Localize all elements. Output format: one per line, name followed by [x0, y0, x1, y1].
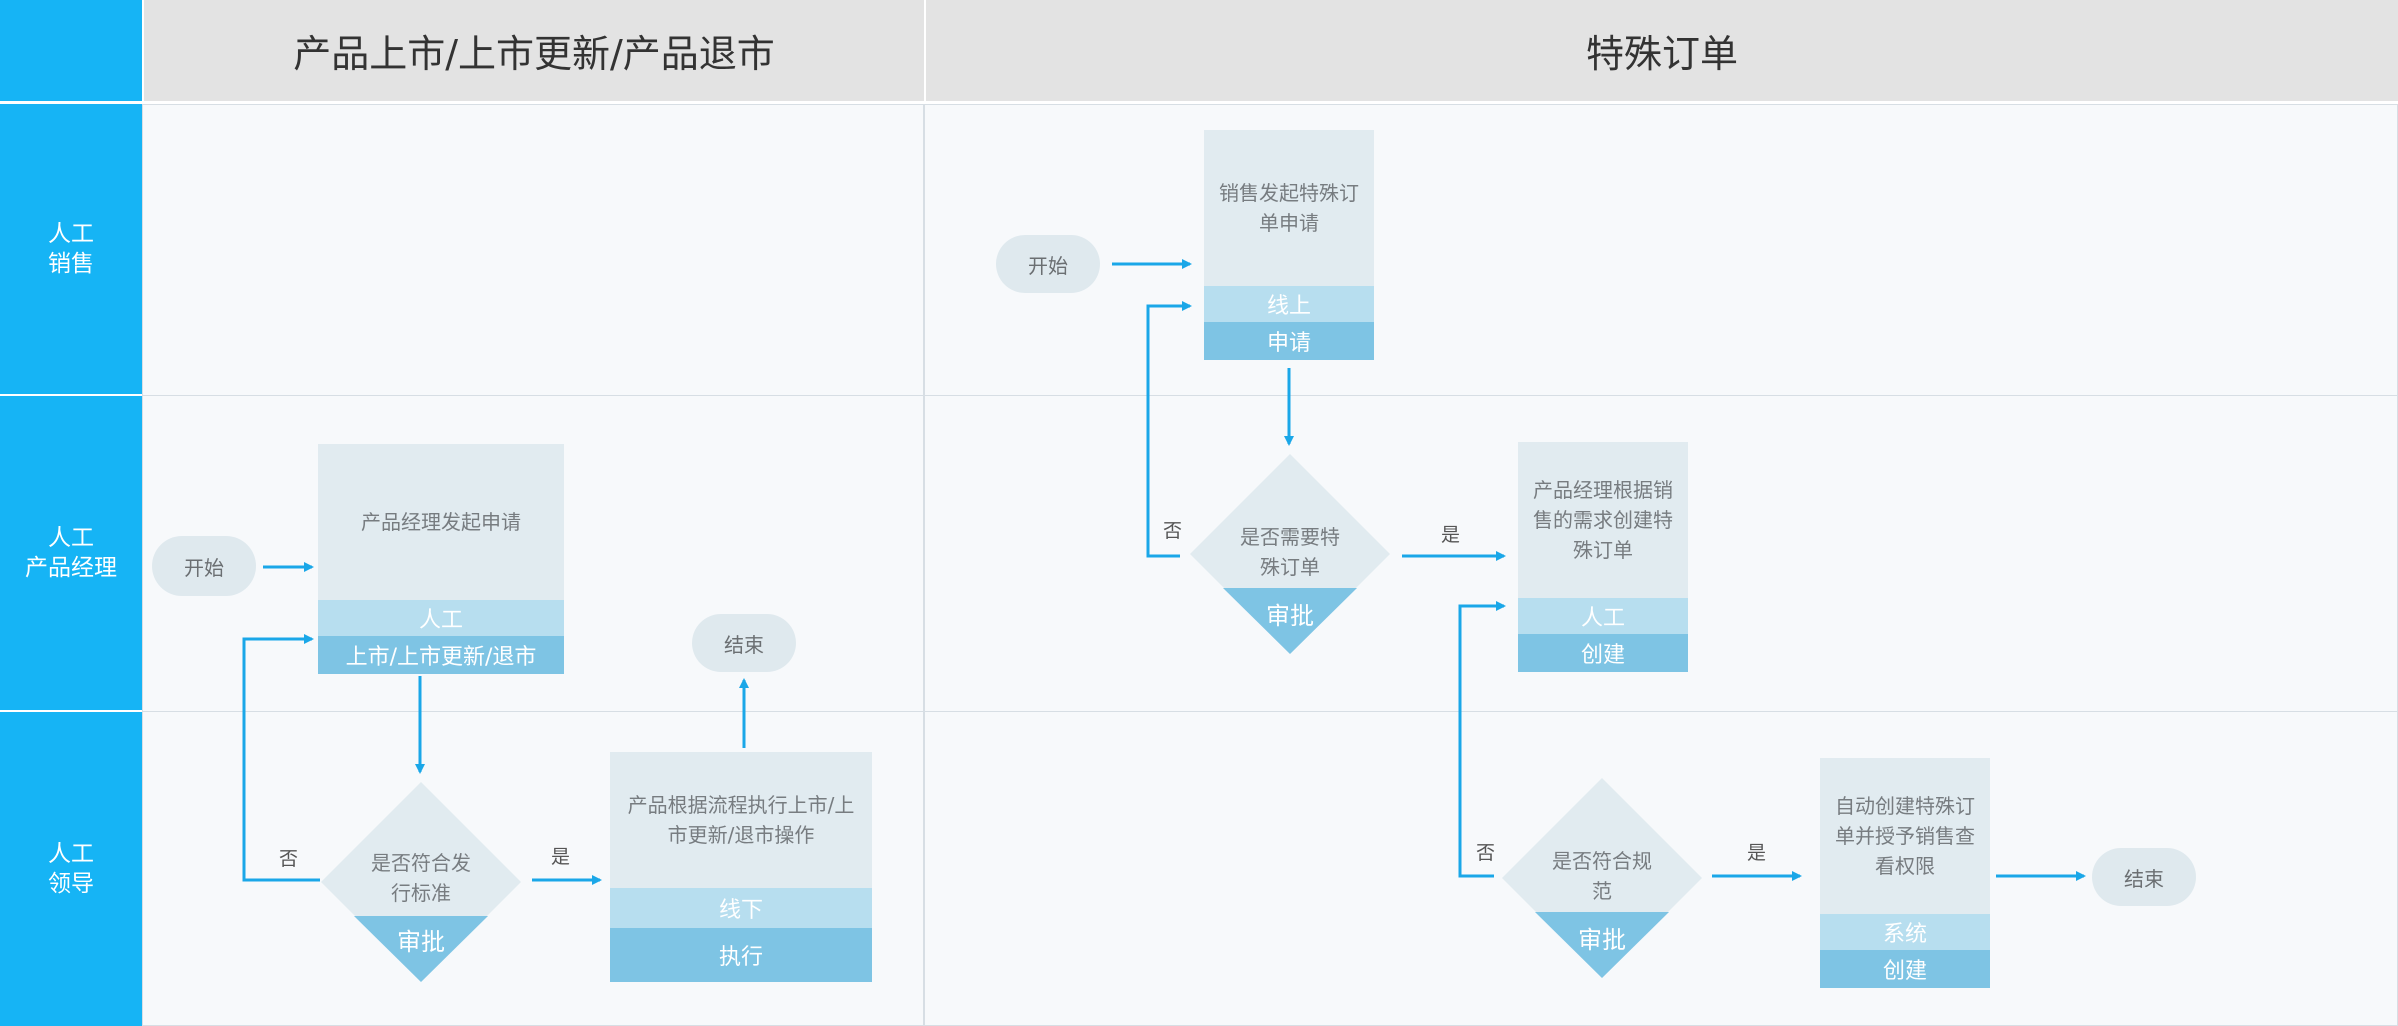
- lane-label-line2: 产品经理: [25, 555, 117, 581]
- left-start-terminal: 开始: [152, 536, 256, 596]
- lane-label-line1: 人工: [48, 221, 94, 247]
- left-apply-text: 产品经理发起申请: [318, 444, 564, 600]
- right-sales-apply-box: 销售发起特殊订单申请 线上 申请: [1204, 130, 1374, 360]
- right-pm-create-bot: 创建: [1518, 634, 1688, 672]
- right-end-terminal: 结束: [2092, 848, 2196, 906]
- lane-label-line1: 人工: [48, 841, 94, 867]
- right-pm-create-mid: 人工: [1518, 598, 1688, 634]
- lane-label-pm: 人工 产品经理: [0, 396, 142, 710]
- arrow-left-no-loop: [242, 634, 320, 882]
- right-yes2-label: 是: [1747, 842, 1767, 864]
- right-pm-create-box: 产品经理根据销售的需求创建特殊订单 人工 创建: [1518, 442, 1688, 672]
- right-sales-apply-mid: 线上: [1204, 286, 1374, 322]
- right-no2-label: 否: [1476, 842, 1496, 864]
- right-pm-create-text: 产品经理根据销售的需求创建特殊订单: [1518, 442, 1688, 598]
- lane-label-line2: 销售: [48, 251, 94, 277]
- right-spec-label: 审批: [1578, 926, 1626, 954]
- right-spec-text: 是否符合规范: [1552, 849, 1652, 903]
- right-start-terminal: 开始: [996, 235, 1100, 293]
- left-apply-mid: 人工: [318, 600, 564, 636]
- left-decision-label: 审批: [397, 928, 445, 956]
- right-auto-box: 自动创建特殊订单并授予销售查看权限 系统 创建: [1820, 758, 1990, 988]
- right-yes1-label: 是: [1441, 524, 1461, 546]
- left-no-label: 否: [279, 848, 299, 870]
- arrow-right-no-loop: [1146, 301, 1192, 558]
- lane-label-line2: 领导: [48, 871, 94, 897]
- left-decision-text: 是否符合发行标准: [371, 851, 471, 905]
- cell-left-sales: [142, 104, 924, 396]
- right-need-text: 是否需要特殊订单: [1240, 525, 1340, 579]
- column-header-special-order: 特殊订单: [926, 0, 2398, 101]
- left-yes-label: 是: [551, 846, 571, 868]
- diamond-right-need-label: [1223, 588, 1357, 654]
- lane-label-leader: 人工 领导: [0, 712, 142, 1026]
- right-auto-bot: 创建: [1820, 950, 1990, 988]
- right-auto-text: 自动创建特殊订单并授予销售查看权限: [1820, 758, 1990, 914]
- right-no1-label: 否: [1163, 520, 1183, 542]
- left-apply-box: 产品经理发起申请 人工 上市/上市更新/退市: [318, 444, 564, 674]
- lane-label-line1: 人工: [48, 525, 94, 551]
- diamond-left-standard-label: [354, 916, 488, 982]
- left-exec-text: 产品根据流程执行上市/上市更新/退市操作: [610, 752, 872, 888]
- column-header-launch: 产品上市/上市更新/产品退市: [144, 0, 924, 101]
- right-sales-apply-bot: 申请: [1204, 322, 1374, 360]
- cell-right-sales: [924, 104, 2398, 396]
- arrow-right-no2-loop: [1458, 601, 1506, 878]
- left-exec-bot: 执行: [610, 928, 872, 982]
- corner-cell: [0, 0, 142, 101]
- left-exec-box: 产品根据流程执行上市/上市更新/退市操作 线下 执行: [610, 752, 872, 982]
- right-auto-mid: 系统: [1820, 914, 1990, 950]
- left-end-terminal: 结束: [692, 614, 796, 672]
- right-sales-apply-text: 销售发起特殊订单申请: [1204, 130, 1374, 286]
- left-exec-mid: 线下: [610, 888, 872, 928]
- lane-label-sales: 人工 销售: [0, 104, 142, 394]
- left-apply-bot: 上市/上市更新/退市: [318, 636, 564, 674]
- right-need-label: 审批: [1266, 602, 1314, 630]
- diamond-right-spec-label: [1535, 912, 1669, 978]
